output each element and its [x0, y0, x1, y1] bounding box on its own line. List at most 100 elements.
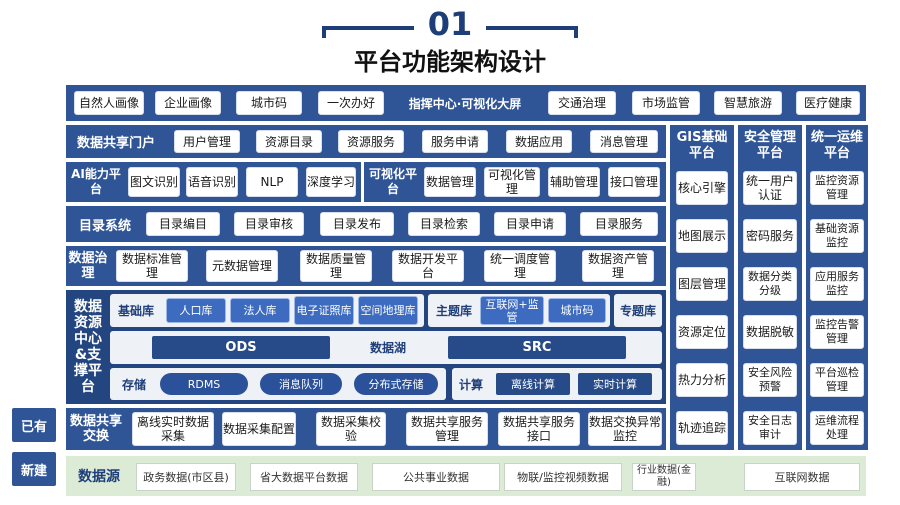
ai-item: 语音识别	[186, 167, 238, 197]
ai-label: AI能力平台	[71, 167, 121, 196]
ops-title: 统一运维平台	[810, 130, 863, 161]
special-library-label: 专题库	[614, 294, 662, 327]
security-item: 统一用户认证	[743, 171, 797, 205]
header-bracket-right-tick	[574, 26, 578, 38]
data-lake-label: 数据湖	[369, 341, 406, 355]
exchange-item: 数据采集校验	[316, 412, 386, 446]
viz-item: 数据管理	[424, 167, 476, 197]
exchange-item: 数据采集配置	[222, 412, 296, 446]
governance-row: 数据治理 数据标准管理 元数据管理 数据质量管理 数据开发平台 统一调度管理 数…	[66, 246, 666, 286]
data-source-item: 互联网数据	[744, 463, 860, 491]
data-source-item: 公共事业数据	[372, 463, 500, 491]
security-item: 数据分类分级	[743, 267, 797, 301]
security-title: 安全管理平台	[743, 130, 796, 161]
command-center-label: 指挥中心·可视化大屏	[408, 96, 522, 111]
header-bracket-left	[322, 26, 414, 30]
portal-item: 用户管理	[174, 130, 240, 153]
ops-item: 基础资源监控	[810, 219, 864, 253]
storage-group: 存储 RDMS 消息队列 分布式存储	[110, 368, 446, 400]
base-library-label: 基础库	[117, 304, 154, 318]
governance-item: 数据质量管理	[300, 250, 372, 282]
data-source-label: 数据源	[78, 469, 120, 485]
gis-item: 热力分析	[676, 363, 728, 397]
data-source-item: 省大数据平台数据	[250, 463, 358, 491]
compute-item: 离线计算	[496, 373, 570, 395]
ai-item: NLP	[246, 167, 298, 197]
catalog-item: 目录审核	[234, 212, 304, 236]
data-lake-group: ODS 数据湖 SRC	[110, 331, 662, 364]
app-item: 市场监管	[632, 91, 700, 115]
portal-item: 资源服务	[338, 130, 404, 153]
header-bracket-right	[486, 26, 578, 30]
ods-box: ODS	[152, 336, 330, 359]
app-item: 智慧旅游	[714, 91, 782, 115]
data-source-item: 物联/监控视频数据	[504, 463, 622, 491]
storage-label: 存储	[121, 377, 146, 392]
catalog-item: 目录申请	[494, 212, 566, 236]
viz-item: 辅助管理	[548, 167, 600, 197]
base-library-item: 空间地理库	[358, 296, 418, 325]
gis-column: GIS基础平台 核心引擎 地图展示 图层管理 资源定位 热力分析 轨迹追踪	[670, 125, 734, 450]
governance-item: 数据开发平台	[392, 250, 464, 282]
viz-label: 可视化平台	[368, 167, 417, 196]
apps-row: 自然人画像 企业画像 城市码 一次办好 指挥中心·可视化大屏 交通治理 市场监管…	[66, 85, 866, 121]
exchange-item: 数据共享服务管理	[406, 412, 488, 446]
ops-item: 监控资源管理	[810, 171, 864, 205]
ops-item: 运维流程处理	[810, 411, 864, 445]
app-item: 自然人画像	[74, 91, 144, 115]
portal-row: 数据共享门户 用户管理 资源目录 资源服务 服务申请 数据应用 消息管理	[66, 125, 666, 158]
portal-label: 数据共享门户	[76, 135, 155, 151]
theme-library-item: 城市码	[548, 298, 606, 323]
catalog-item: 目录发布	[320, 212, 394, 236]
storage-item: 分布式存储	[354, 373, 438, 395]
existing-button[interactable]: 已有	[12, 408, 56, 442]
base-library-item: 电子证照库	[294, 296, 354, 325]
resource-center-label: 数据资源中心&支撑平台	[74, 299, 102, 395]
ops-item: 应用服务监控	[810, 267, 864, 301]
header-bracket-left-tick	[322, 26, 326, 38]
viz-item: 接口管理	[608, 167, 660, 197]
exchange-row: 数据共享交换 离线实时数据采集 数据采集配置 数据采集校验 数据共享服务管理 数…	[66, 408, 666, 450]
ai-row: AI能力平台 图文识别 语音识别 NLP 深度学习	[66, 162, 361, 202]
section-number: 01	[427, 5, 473, 43]
base-library-item: 人口库	[166, 298, 226, 323]
governance-item: 元数据管理	[206, 250, 278, 282]
data-source-item: 行业数据(金融)	[632, 463, 696, 491]
theme-library-group: 主题库 互联网+监管 城市码	[428, 294, 610, 327]
gis-title: GIS基础平台	[676, 130, 728, 161]
portal-item: 消息管理	[590, 130, 658, 153]
base-library-group: 基础库 人口库 法人库 电子证照库 空间地理库	[110, 294, 424, 327]
portal-item: 资源目录	[256, 130, 322, 153]
ops-column: 统一运维平台 监控资源管理 基础资源监控 应用服务监控 监控告警管理 平台巡检管…	[806, 125, 868, 450]
ops-item: 平台巡检管理	[810, 363, 864, 397]
gis-item: 地图展示	[676, 219, 728, 253]
new-button[interactable]: 新建	[12, 452, 56, 486]
portal-item: 数据应用	[506, 130, 572, 153]
governance-item: 统一调度管理	[484, 250, 556, 282]
catalog-item: 目录编目	[146, 212, 220, 236]
app-item: 一次办好	[318, 91, 384, 115]
gis-item: 核心引擎	[676, 171, 728, 205]
exchange-item: 数据共享服务接口	[498, 412, 580, 446]
data-source-item: 政务数据(市区县)	[136, 463, 236, 491]
src-box: SRC	[448, 336, 626, 359]
page-title: 平台功能架构设计	[354, 47, 546, 76]
security-item: 数据脱敏	[743, 315, 797, 349]
app-item: 医疗健康	[796, 91, 860, 115]
security-item: 安全日志审计	[743, 411, 797, 445]
viz-item: 可视化管理	[484, 167, 540, 197]
app-item: 城市码	[236, 91, 302, 115]
gis-item: 图层管理	[676, 267, 728, 301]
catalog-item: 目录服务	[580, 212, 658, 236]
storage-item: RDMS	[160, 373, 248, 395]
theme-library-item: 互联网+监管	[480, 296, 544, 325]
exchange-label: 数据共享交换	[69, 414, 122, 444]
catalog-label: 目录系统	[78, 218, 131, 234]
exchange-item: 离线实时数据采集	[132, 412, 214, 446]
gis-item: 资源定位	[676, 315, 728, 349]
catalog-item: 目录检索	[408, 212, 480, 236]
security-column: 安全管理平台 统一用户认证 密码服务 数据分类分级 数据脱敏 安全风险预警 安全…	[738, 125, 802, 450]
portal-item: 服务申请	[422, 130, 488, 153]
viz-row: 可视化平台 数据管理 可视化管理 辅助管理 接口管理	[364, 162, 666, 202]
security-item: 安全风险预警	[743, 363, 797, 397]
